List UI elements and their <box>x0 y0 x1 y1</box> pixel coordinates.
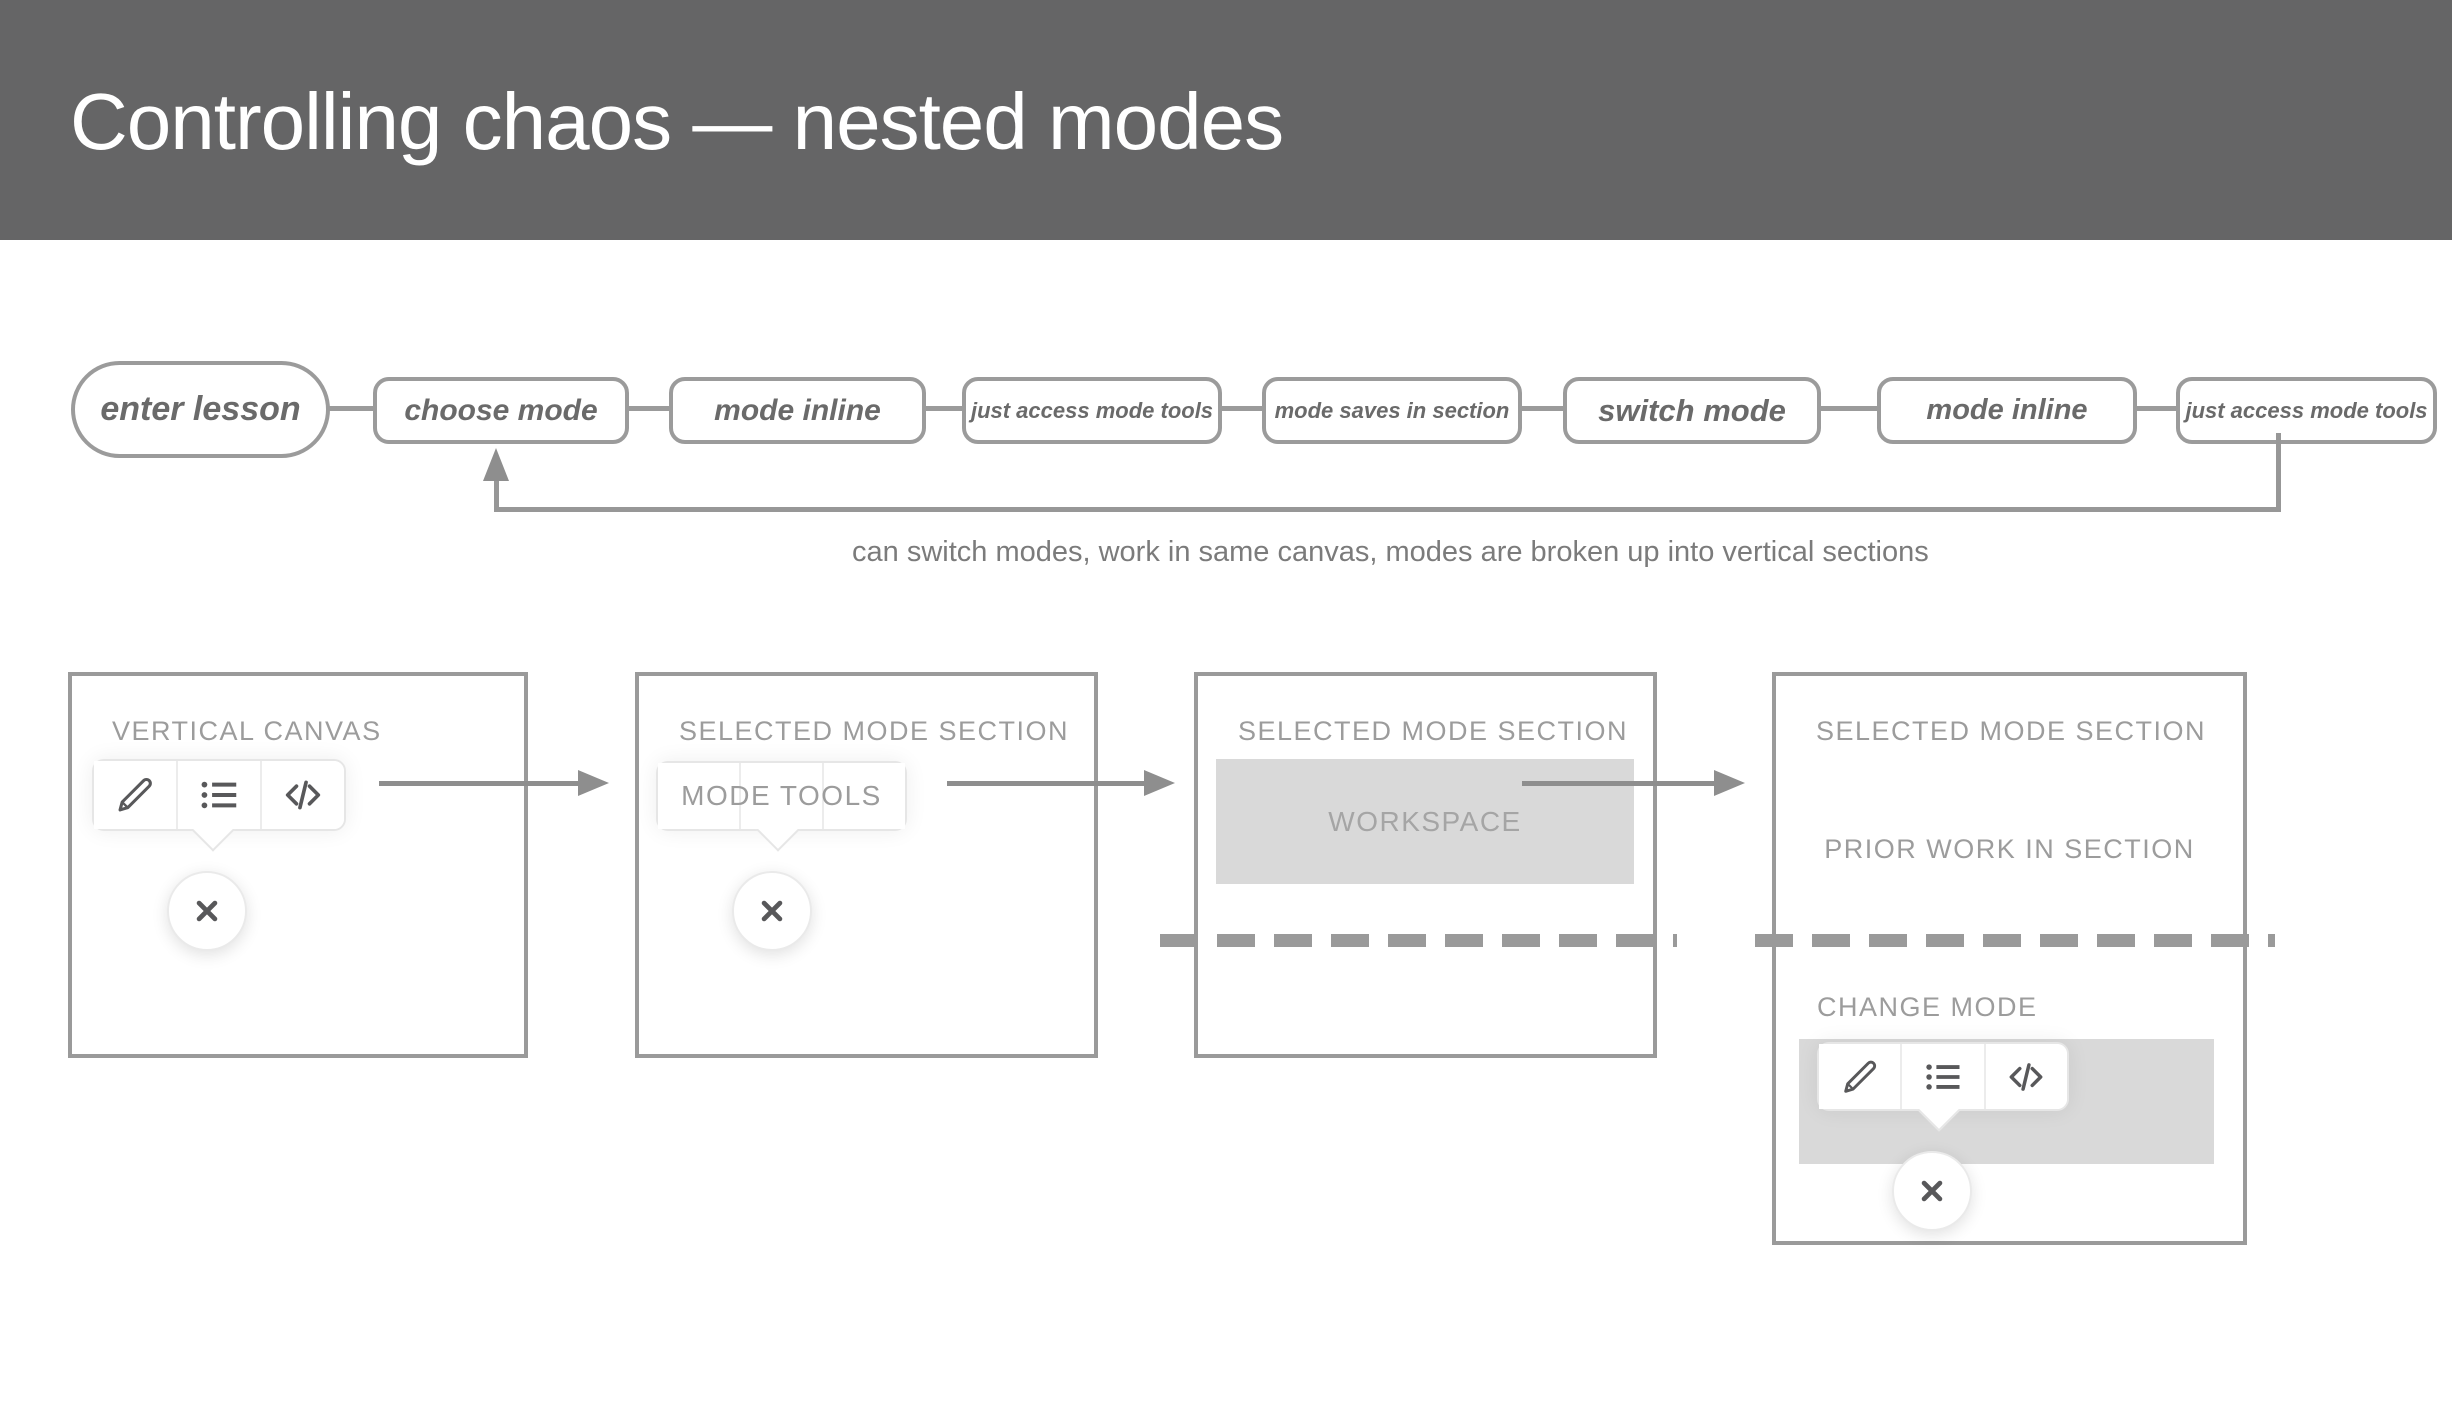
flow-node-label: mode inline <box>714 393 881 427</box>
code-tool-button[interactable] <box>262 761 344 829</box>
flow-node-just-access-mode-tools-2: just access mode tools <box>2176 377 2437 444</box>
flow-node-label: mode saves in section <box>1274 397 1510 423</box>
flow-connector <box>1520 406 1565 411</box>
list-tool-button[interactable] <box>178 761 262 829</box>
loop-line-down <box>2276 433 2281 512</box>
panel-title: VERTICAL CANVAS <box>112 716 382 746</box>
workspace-label: WORKSPACE <box>1328 805 1522 837</box>
close-mode-button[interactable] <box>167 871 247 951</box>
flow-node-mode-inline: mode inline <box>669 377 926 444</box>
flow-node-label: just access mode tools <box>2185 397 2428 423</box>
mode-toolbar <box>1817 1042 2069 1132</box>
list-tool-button[interactable] <box>1902 1044 1986 1109</box>
mode-tools-label: MODE TOOLS <box>681 780 882 811</box>
flow-node-label: choose mode <box>404 393 598 427</box>
panel-arrow-line <box>379 781 579 786</box>
close-icon <box>196 900 218 922</box>
flow-connector <box>2135 406 2178 411</box>
panel-vertical-canvas: VERTICAL CANVAS <box>68 672 528 1058</box>
flow-connector <box>1819 406 1879 411</box>
flow-node-choose-mode: choose mode <box>373 377 629 444</box>
mode-tools-toolbar: MODE TOOLS <box>656 761 907 852</box>
panel-selected-mode-section-3: SELECTED MODE SECTION PRIOR WORK IN SECT… <box>1772 672 2247 1245</box>
close-icon <box>761 900 783 922</box>
empty-tool-slot[interactable] <box>741 763 824 829</box>
pencil-icon <box>118 777 152 812</box>
slide-title: Controlling chaos — nested modes <box>70 77 1284 166</box>
flow-connector <box>328 406 375 411</box>
flow-node-label: just access mode tools <box>970 397 1214 423</box>
loop-line-horizontal <box>494 507 2281 512</box>
flow-node-mode-inline-2: mode inline <box>1877 377 2137 444</box>
flow-node-switch-mode: switch mode <box>1563 377 1821 444</box>
slide-header: Controlling chaos — nested modes <box>0 0 2452 240</box>
panel-title: SELECTED MODE SECTION <box>679 716 1070 746</box>
mode-toolbar <box>92 759 346 852</box>
list-icon <box>1926 1063 1960 1090</box>
flow-node-just-access-mode-tools: just access mode tools <box>962 377 1222 444</box>
loop-caption: can switch modes, work in same canvas, m… <box>852 536 1929 568</box>
loop-arrowhead-icon <box>483 448 509 481</box>
close-mode-button[interactable] <box>1892 1151 1972 1231</box>
close-mode-button[interactable] <box>732 871 812 951</box>
empty-tool-slot[interactable] <box>824 763 905 829</box>
flow-node-label: switch mode <box>1598 392 1786 428</box>
section-divider-dashed <box>1755 934 2275 947</box>
loop-line-up <box>494 478 499 512</box>
pencil-tool-button[interactable] <box>1819 1044 1903 1109</box>
code-tool-button[interactable] <box>1985 1044 2067 1109</box>
flow-node-label: mode inline <box>1926 394 2088 426</box>
change-mode-label: CHANGE MODE <box>1817 992 2038 1022</box>
pencil-tool-button[interactable] <box>94 761 178 829</box>
panel-arrow-line <box>1522 781 1715 786</box>
flow-node-label: enter lesson <box>100 390 301 428</box>
close-icon <box>1921 1180 1943 1202</box>
prior-work-label: PRIOR WORK IN SECTION <box>1824 834 2195 864</box>
panel-arrow-line <box>947 781 1145 786</box>
panel-title: SELECTED MODE SECTION <box>1238 716 1629 746</box>
list-icon <box>201 781 237 809</box>
panel-selected-mode-section-1: SELECTED MODE SECTION MODE TOOLS <box>635 672 1098 1058</box>
flow-node-mode-saves-in-section: mode saves in section <box>1262 377 1522 444</box>
panel-arrow-icon <box>1144 770 1175 796</box>
pencil-icon <box>1843 1060 1876 1093</box>
code-icon <box>285 780 321 810</box>
flow-connector <box>627 406 671 411</box>
flow-node-enter-lesson: enter lesson <box>71 361 330 458</box>
flow-connector <box>924 406 964 411</box>
workspace-area: WORKSPACE <box>1216 759 1634 884</box>
code-icon <box>2009 1062 2043 1091</box>
panel-arrow-icon <box>578 770 609 796</box>
panel-title: SELECTED MODE SECTION <box>1816 716 2207 746</box>
panel-arrow-icon <box>1714 770 1745 796</box>
section-divider-dashed <box>1160 934 1677 947</box>
empty-tool-slot[interactable] <box>658 763 741 829</box>
flow-connector <box>1220 406 1264 411</box>
panel-selected-mode-section-2: SELECTED MODE SECTION WORKSPACE <box>1194 672 1657 1058</box>
